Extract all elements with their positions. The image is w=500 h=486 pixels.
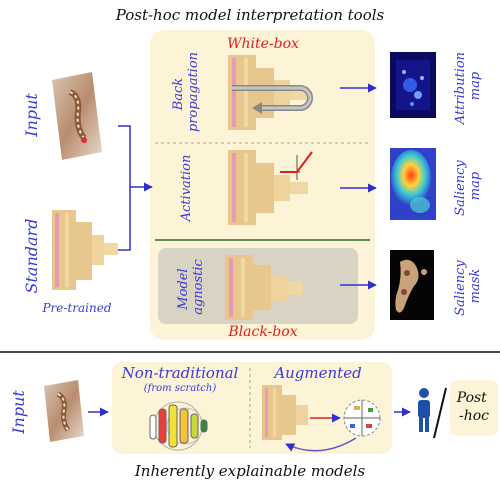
saliency-mask-label: Saliency mask [453, 256, 483, 316]
bracket-connector [118, 125, 131, 251]
saliency-map-image [390, 148, 436, 220]
pretrained-network-icon [52, 210, 118, 290]
model-agnostic-label: Model agnostic [176, 258, 206, 314]
bottom-title: Inherently explainable models [134, 462, 366, 480]
network-icon-backprop [228, 55, 313, 130]
feedback-arrow [285, 437, 357, 452]
posthoc-box [450, 380, 498, 436]
network-icon-activation [228, 150, 313, 225]
network-icon-agnostic [225, 255, 303, 320]
blackbox-label: Black-box [227, 324, 297, 340]
backpropagation-label: Back propagation [171, 52, 201, 132]
nontraditional-label: Non-traditional [121, 364, 239, 382]
from-scratch-label: (from scratch) [144, 383, 217, 394]
attribution-map-label: Attribution map [453, 48, 483, 125]
standard-label: Standard [22, 219, 41, 294]
slash-divider [433, 387, 447, 439]
augmented-network-icon [262, 385, 308, 440]
attribution-map-image [390, 52, 436, 118]
explainer-module-icon [343, 399, 381, 437]
top-title: Post-hoc model interpretation tools [115, 6, 385, 24]
nontraditional-model-icon [149, 401, 208, 451]
saliency-mask-image [390, 250, 434, 320]
saliency-map-label: Saliency map [453, 156, 483, 216]
posthoc-label: Post -hoc [456, 390, 492, 424]
human-icon [418, 388, 430, 432]
whitebox-label: White-box [227, 36, 299, 52]
input-label-top: Input [22, 93, 41, 138]
input-label-bottom: Input [9, 390, 28, 435]
activation-label: Activation [179, 155, 194, 223]
input-image-bottom [44, 380, 84, 442]
pretrained-label: Pre-trained [41, 301, 111, 315]
augmented-label: Augmented [272, 364, 361, 382]
input-image-top [52, 72, 102, 160]
